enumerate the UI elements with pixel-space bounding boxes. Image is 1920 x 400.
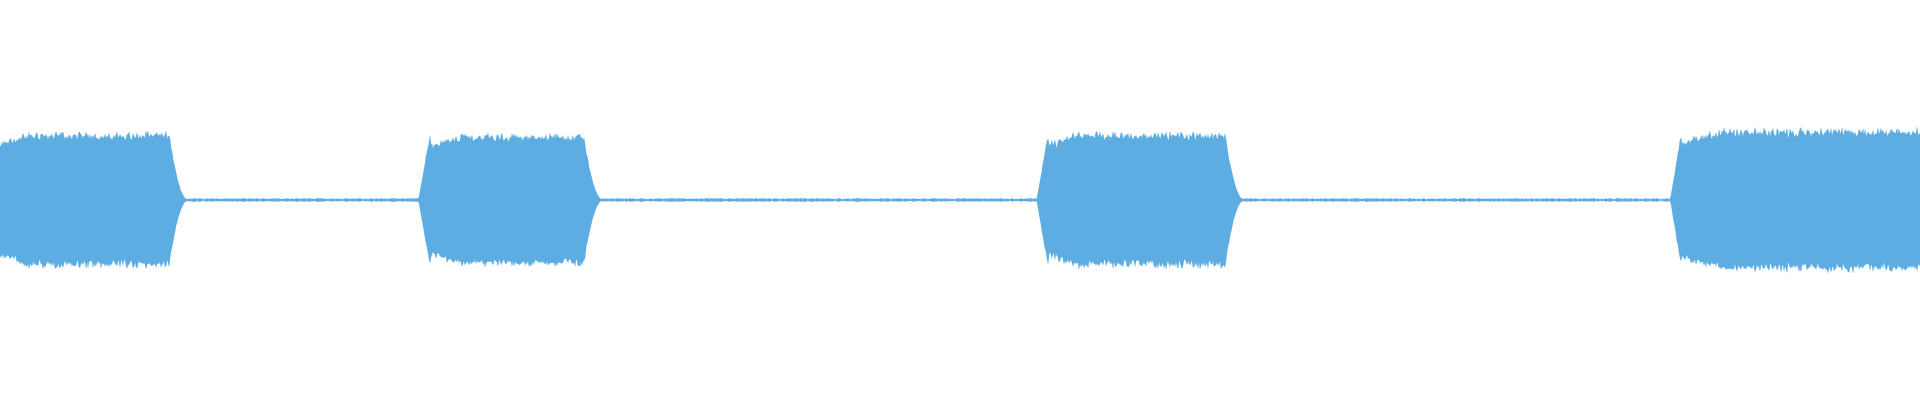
waveform-layer: [0, 126, 1920, 274]
